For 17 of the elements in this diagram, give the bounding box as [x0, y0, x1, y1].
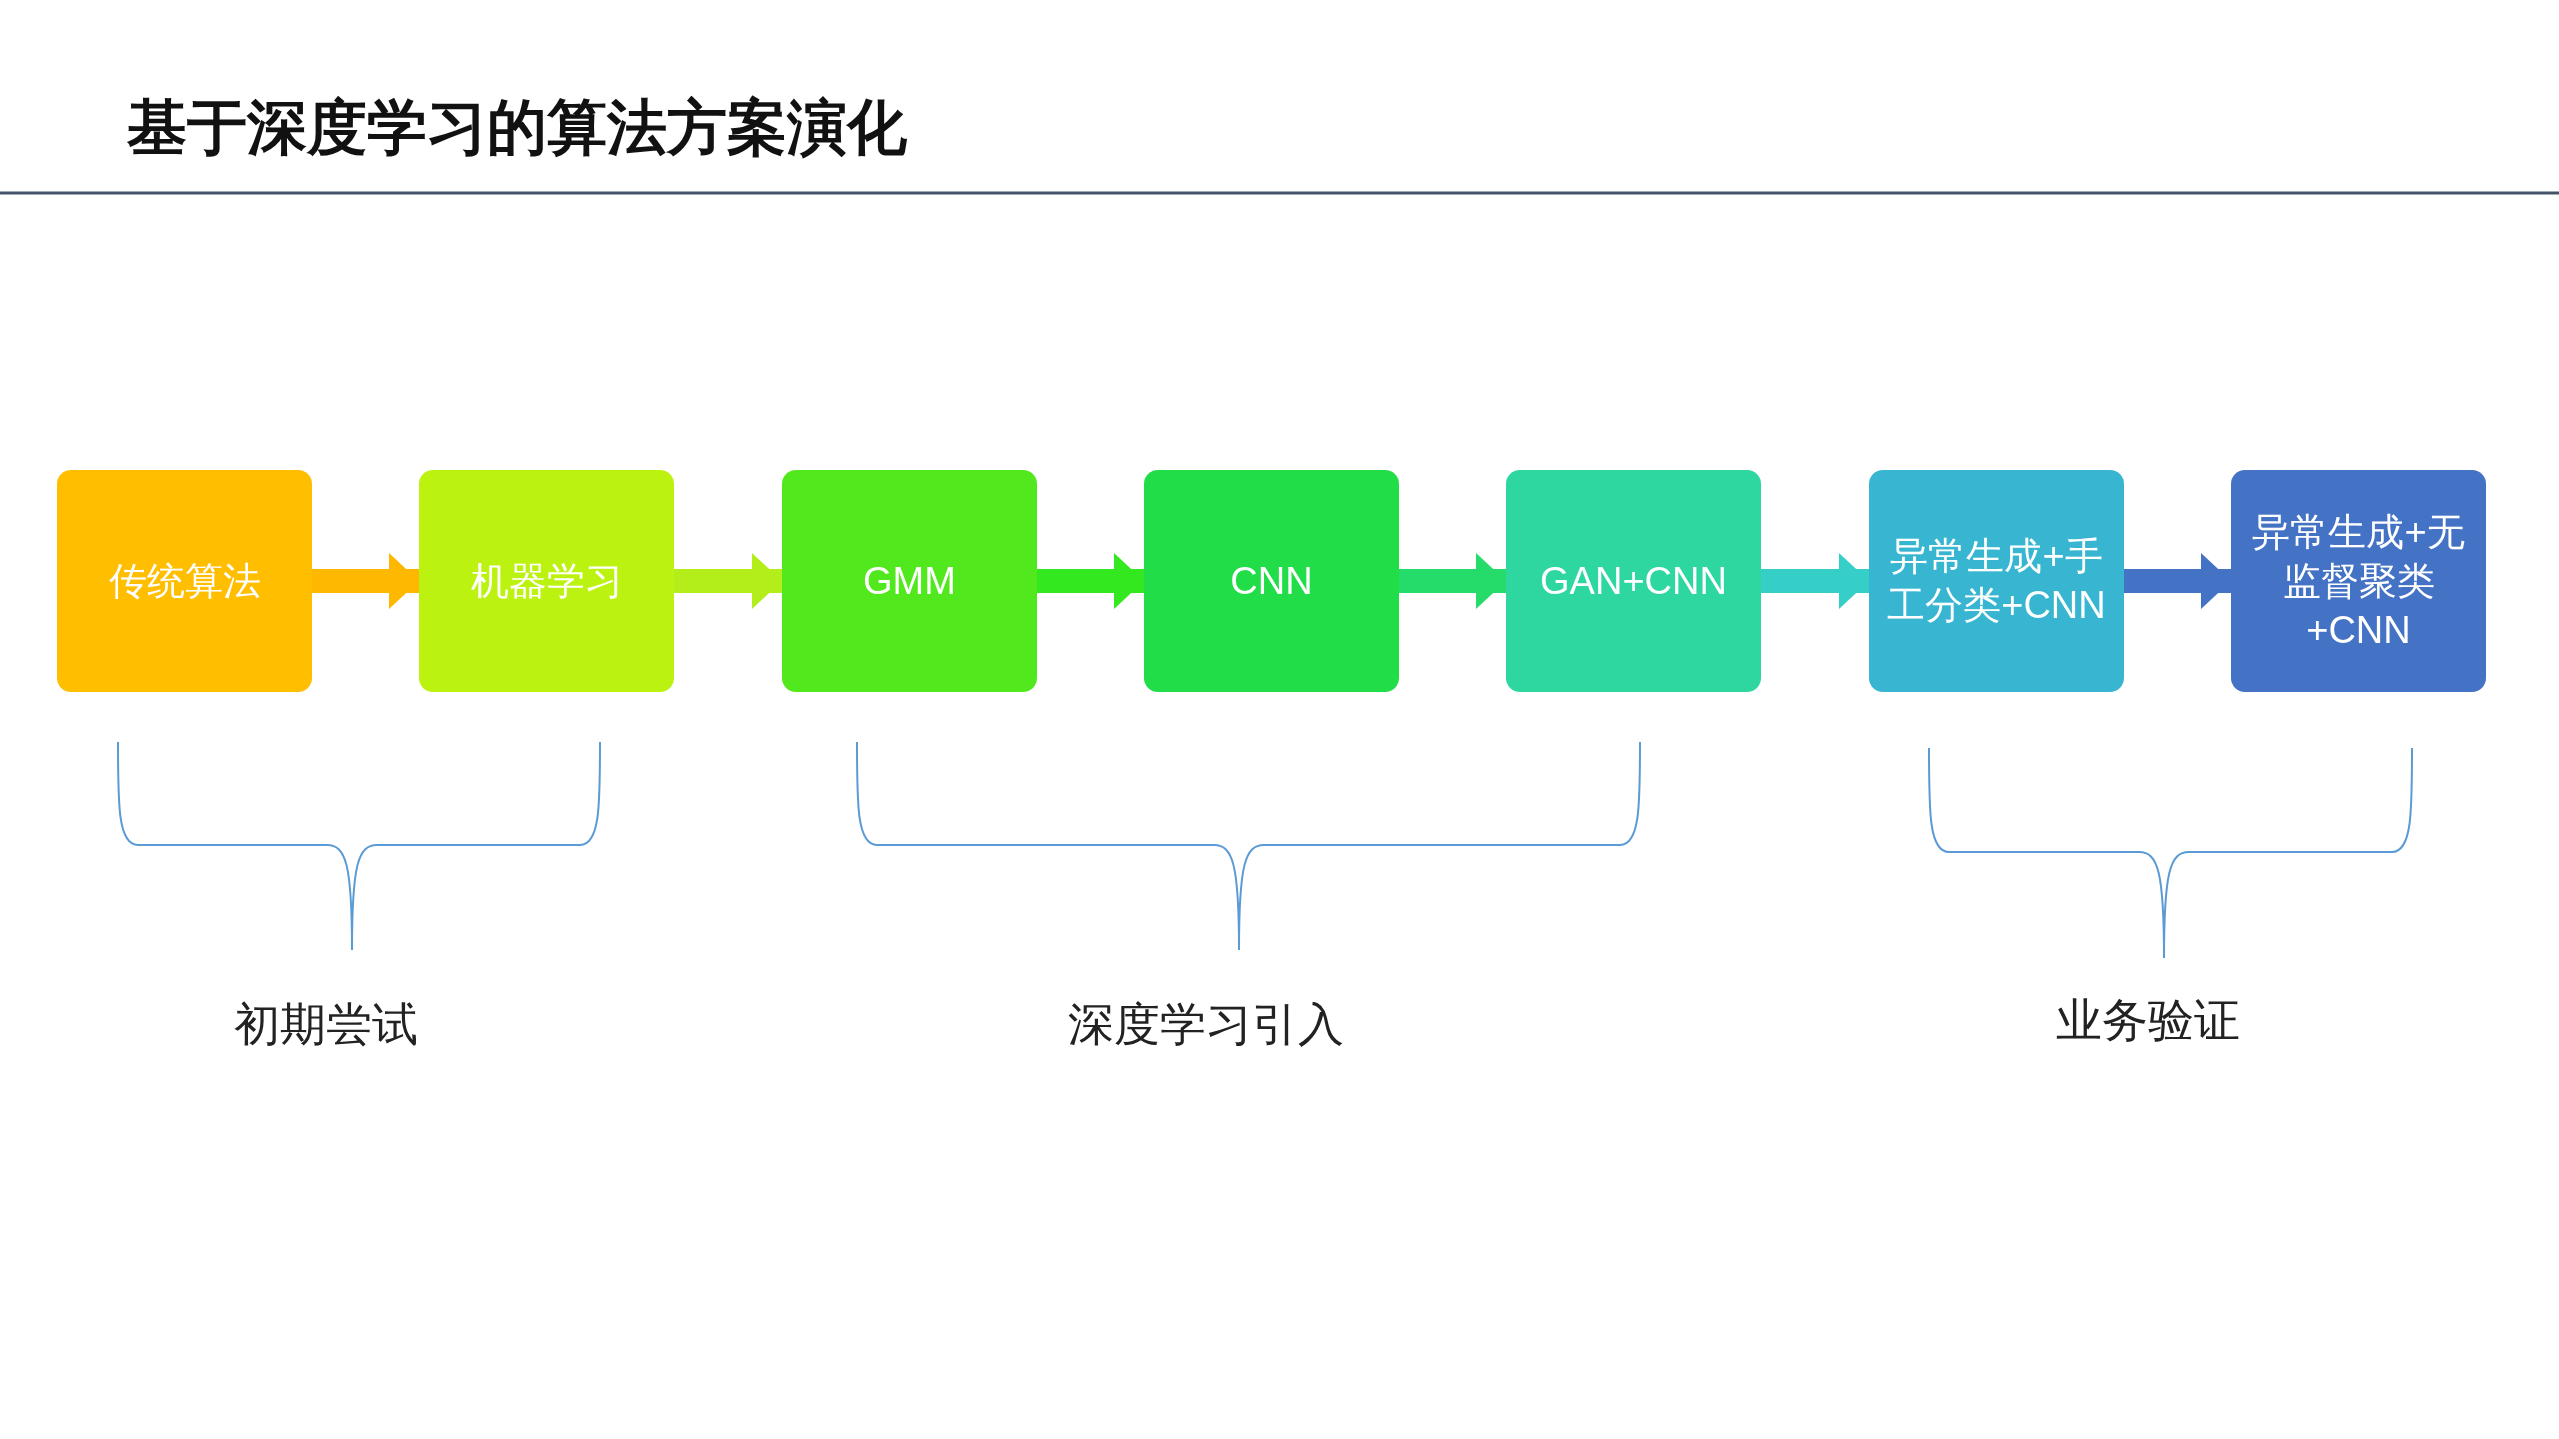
arrow: [1761, 553, 1869, 609]
arrow: [1399, 553, 1506, 609]
process-box: GAN+CNN: [1506, 470, 1761, 692]
arrow: [1037, 553, 1144, 609]
group-label: 初期尝试: [234, 997, 418, 1052]
process-box: 传统算法: [57, 470, 312, 692]
process-box: 机器学习: [419, 470, 674, 692]
arrow: [2124, 553, 2231, 609]
group-label: 业务验证: [2056, 993, 2240, 1048]
process-box: GMM: [782, 470, 1037, 692]
group-label: 深度学习引入: [1068, 997, 1344, 1052]
process-box: 异常生成+手工分类+CNN: [1869, 470, 2124, 692]
arrow: [312, 553, 419, 609]
slide-title: 基于深度学习的算法方案演化: [127, 93, 907, 163]
process-box: CNN: [1144, 470, 1399, 692]
arrow: [674, 553, 782, 609]
process-box: 异常生成+无监督聚类+CNN: [2231, 470, 2486, 692]
